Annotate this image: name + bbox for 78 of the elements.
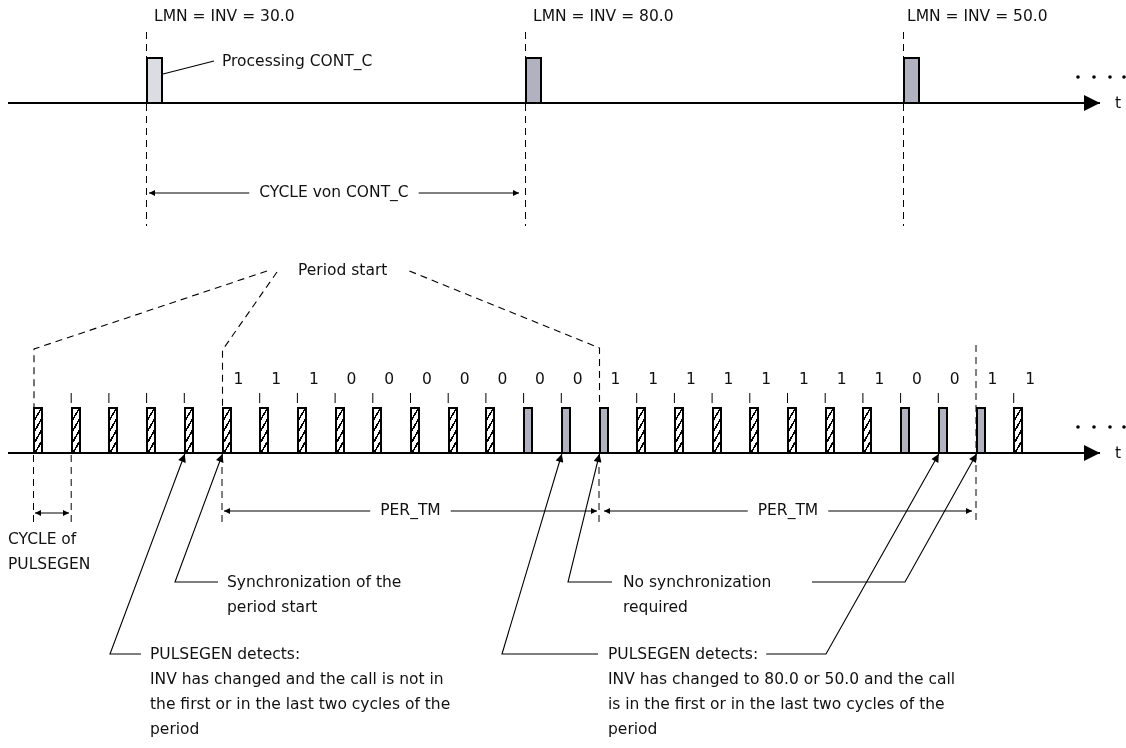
pulse-bar — [108, 407, 119, 454]
pulse-bar — [410, 407, 420, 454]
value-label: LMN = INV = 80.0 — [533, 6, 674, 27]
callout-heading: PULSEGEN detects: — [608, 644, 759, 665]
bit-value: 1 — [271, 371, 282, 388]
pulse-bar — [146, 57, 163, 104]
pulse-bar — [749, 407, 760, 454]
callout-text: Period start — [298, 260, 388, 281]
callout-text: No synchronization required — [623, 572, 773, 618]
bit-value: 0 — [497, 371, 508, 388]
dimension-label: PER_TM — [757, 499, 819, 521]
bit-value: 0 — [346, 371, 357, 388]
pulse-bar — [523, 407, 534, 454]
bit-value: 0 — [572, 371, 583, 388]
leader-line — [567, 453, 613, 583]
bit-value: 1 — [685, 371, 696, 388]
pulse-bar — [711, 407, 722, 454]
pulse-bar — [525, 57, 542, 104]
leader-line — [162, 60, 215, 75]
axis-label: t — [1115, 93, 1122, 114]
pulse-bar — [70, 407, 81, 454]
callout-heading: PULSEGEN detects: — [150, 644, 301, 665]
leader-line — [109, 453, 186, 655]
pulse-bar — [862, 407, 873, 454]
callout-text: Synchronization of the period start — [227, 572, 403, 618]
leader-line — [221, 271, 278, 408]
pulse-bar — [334, 407, 345, 454]
axis-label: t — [1115, 443, 1122, 464]
bit-value: 1 — [761, 371, 772, 388]
leader-line — [174, 453, 224, 583]
value-label: LMN = INV = 50.0 — [907, 6, 1048, 27]
bit-value: 1 — [836, 371, 847, 388]
callout-text: INV has changed and the call is not in the first or in the last two cycles of the period — [150, 669, 452, 740]
pulse-bar — [900, 407, 911, 454]
pulse-bar — [146, 407, 157, 454]
bit-value: 1 — [648, 371, 659, 388]
bit-value: 0 — [459, 371, 470, 388]
bit-value: 0 — [384, 371, 395, 388]
leader-line — [765, 453, 940, 655]
value-label: LMN = INV = 30.0 — [154, 6, 295, 27]
leader-line — [33, 270, 268, 408]
dimension-label: PER_TM — [380, 499, 441, 521]
bit-value: 0 — [535, 371, 545, 388]
pulse-bar — [372, 407, 383, 454]
pulse-bar — [33, 407, 43, 454]
pulse-bar — [903, 57, 920, 104]
pulse-bar — [636, 407, 647, 454]
dimension-label: CYCLE of PULSEGEN — [8, 529, 92, 575]
pulse-bar — [183, 407, 194, 454]
bit-value: 1 — [799, 371, 809, 388]
callout-text: Processing CONT_C — [222, 51, 373, 72]
pulse-bar — [485, 407, 496, 454]
dimension-label: CYCLE von CONT_C — [259, 181, 409, 203]
pulse-bar — [560, 407, 571, 454]
pulse-bar — [598, 407, 609, 454]
callout-text: INV has changed to 80.0 or 50.0 and the call is in the first or in the last two cycles of the period — [608, 669, 957, 740]
pulse-bar — [447, 407, 458, 454]
bit-value: 1 — [874, 371, 885, 388]
bit-value: 1 — [1025, 371, 1036, 388]
bit-value: 0 — [422, 371, 432, 388]
bit-value: 1 — [308, 371, 319, 388]
leader-line — [501, 453, 599, 655]
pulse-bar — [673, 407, 684, 454]
bit-value: 1 — [610, 371, 621, 388]
pulse-bar — [975, 407, 986, 454]
bit-value: 0 — [912, 371, 922, 388]
pulse-bar — [1013, 407, 1024, 454]
bit-value: 1 — [987, 371, 998, 388]
bit-value: 0 — [949, 371, 960, 388]
pulse-bar — [296, 407, 307, 454]
pulse-bar — [937, 407, 948, 454]
pulse-bar — [787, 407, 797, 454]
bit-value: 1 — [723, 371, 734, 388]
pulse-bar — [824, 407, 835, 454]
pulse-bar — [259, 407, 270, 454]
pulse-bar — [221, 407, 232, 454]
bit-value: 1 — [233, 371, 244, 388]
leader-line — [811, 453, 978, 583]
